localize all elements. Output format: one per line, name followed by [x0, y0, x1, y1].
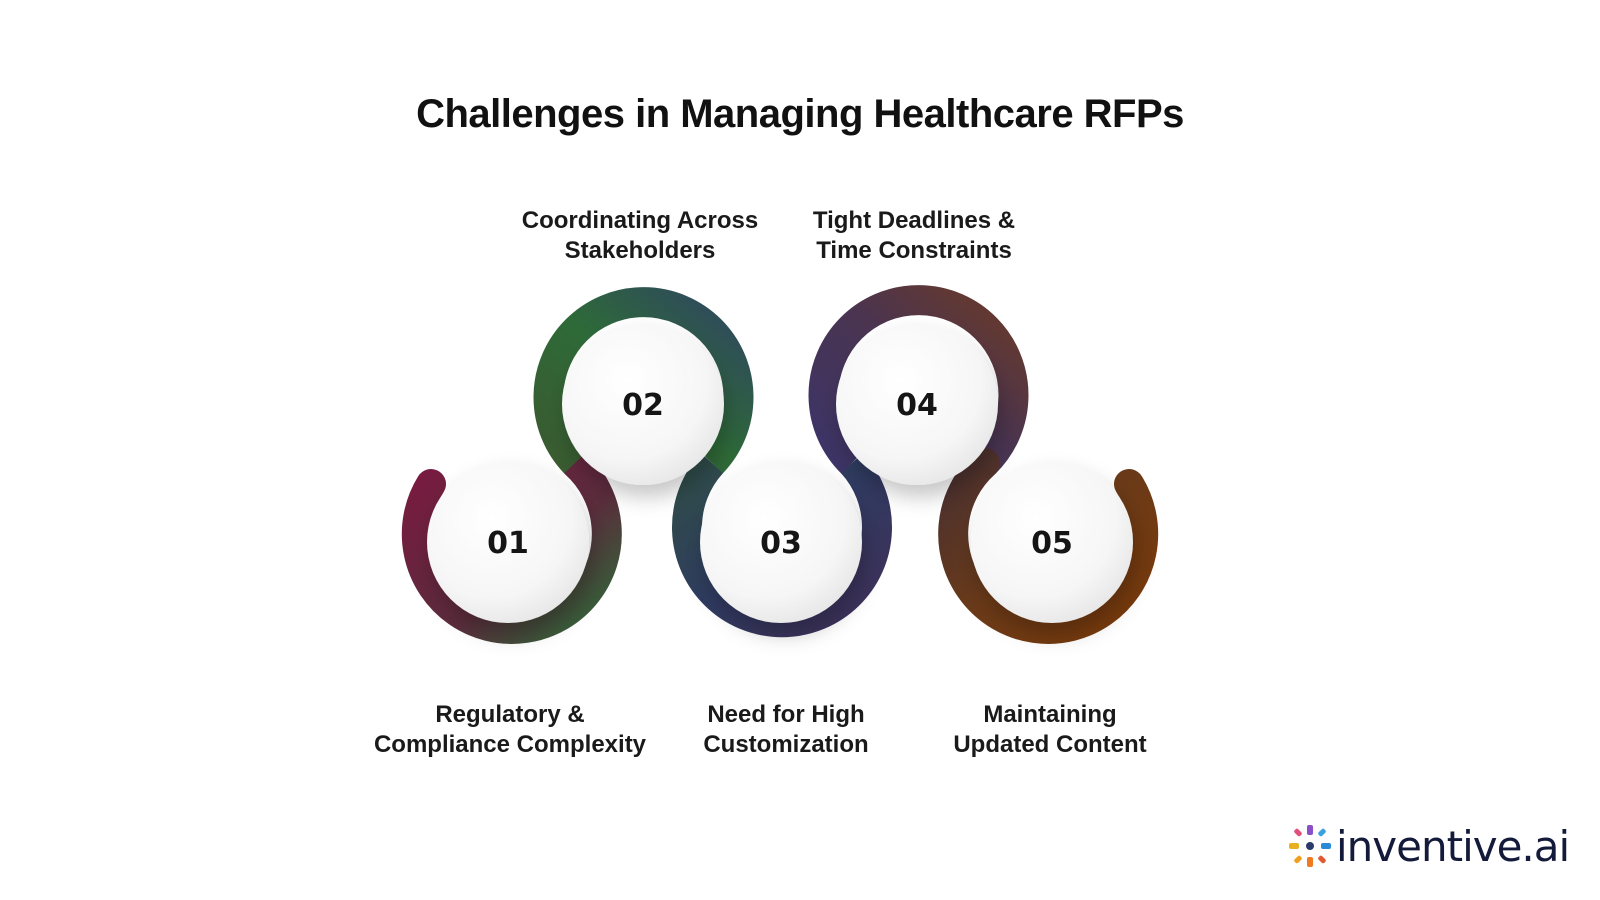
arc-step-05: [938, 448, 1159, 644]
step-number-01: 01: [487, 526, 529, 561]
brand-logo: inventive.ai: [1288, 818, 1570, 874]
step-node-03: 03: [700, 461, 862, 623]
arc-step-04: [808, 285, 1029, 474]
step-label-05: Maintaining Updated Content: [953, 701, 1147, 758]
step-label-03: Need for High Customization: [703, 701, 869, 758]
page-title: Challenges in Managing Healthcare RFPs: [416, 92, 1184, 136]
step-number-04: 04: [896, 388, 938, 423]
step-number-03: 03: [760, 526, 802, 561]
arc-step-02: [533, 287, 754, 474]
step-node-01: 01: [427, 461, 589, 623]
step-node-05: 05: [971, 461, 1133, 623]
step-label-04: Tight Deadlines & Time Constraints: [812, 207, 1016, 264]
step-node-04: 04: [836, 323, 998, 485]
step-node-02: 02: [562, 323, 724, 485]
arc-step-01: [401, 448, 622, 644]
step-label-01: Regulatory & Compliance Complexity: [373, 701, 647, 758]
step-label-02: Coordinating Across Stakeholders: [521, 207, 759, 264]
step-number-05: 05: [1031, 526, 1073, 561]
step-number-02: 02: [622, 388, 664, 423]
pinwheel-icon: [1289, 825, 1331, 867]
logo-text: inventive.ai: [1336, 821, 1570, 871]
